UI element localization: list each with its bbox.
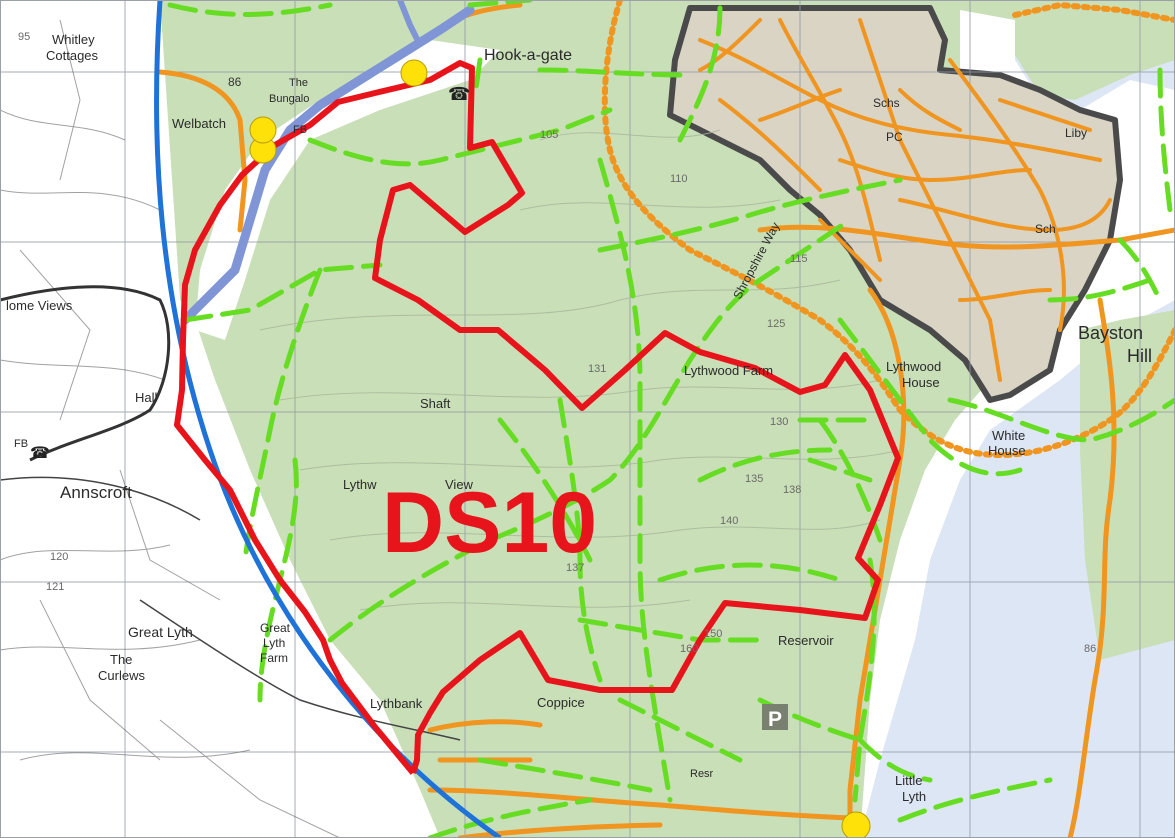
river-north xyxy=(397,0,423,47)
parking-label: P xyxy=(768,708,782,731)
label-lythwood-farm: Lythwood Farm xyxy=(684,363,773,378)
label-lythbank: Lythbank xyxy=(370,696,423,711)
label-little-lyth-2: Lyth xyxy=(902,789,926,804)
label-lythwood-house-1: Lythwood xyxy=(886,359,941,374)
spot-height: 115 xyxy=(790,253,808,265)
label-great-lyth-farm-1: Great xyxy=(260,621,291,635)
label-shaft: Shaft xyxy=(420,396,451,411)
spot-height: 137 xyxy=(566,562,584,574)
label-resr: Resr xyxy=(690,768,714,780)
green-routes xyxy=(167,0,1175,838)
label-hook-a-gate: Hook-a-gate xyxy=(484,47,572,64)
spot-height: 120 xyxy=(50,551,68,563)
label-welbatch: Welbatch xyxy=(172,116,226,131)
label-bayston-1: Bayston xyxy=(1078,323,1143,343)
label-reservoir: Reservoir xyxy=(778,633,834,648)
spot-height: 110 xyxy=(670,173,688,185)
minor-road-west xyxy=(0,476,461,741)
spot-height: 138 xyxy=(783,484,801,496)
label-white-house-1: White xyxy=(992,428,1025,443)
settlement-roads xyxy=(698,18,1112,382)
yellow-marker-icon[interactable] xyxy=(841,811,871,838)
site-boundary-ds10 xyxy=(174,60,901,775)
label-fb-west: FB xyxy=(14,438,28,450)
parking-icon: P xyxy=(762,704,788,731)
railway-line xyxy=(0,285,171,462)
label-coppice: Coppice xyxy=(537,695,585,710)
label-white-house-2: House xyxy=(988,443,1026,458)
yellow-marker-icon[interactable] xyxy=(400,59,428,87)
spot-height: 86 xyxy=(1084,643,1096,655)
label-lythwood-view: Lythw xyxy=(343,477,377,492)
label-schs: Schs xyxy=(873,96,900,110)
spot-height: 86 xyxy=(228,75,242,89)
spot-height: 131 xyxy=(588,363,606,375)
label-the-curlews-1: The xyxy=(110,652,132,667)
label-lythwood-view-2: View xyxy=(445,477,474,492)
spot-height: 95 xyxy=(18,31,30,43)
label-whitley-2: Cottages xyxy=(46,48,99,63)
label-pc: PC xyxy=(886,130,903,144)
spot-height: 160 xyxy=(680,643,698,655)
label-liby: Liby xyxy=(1065,126,1087,140)
label-lythwood-house-2: House xyxy=(902,375,940,390)
telephone-icon: ☎ xyxy=(30,443,50,462)
orange-dotted-route xyxy=(601,0,1175,459)
site-code-label: DS10 xyxy=(382,475,597,571)
farmland-west xyxy=(0,0,440,838)
label-the-bungalow-1: The xyxy=(289,77,308,89)
spot-height: 130 xyxy=(770,416,788,428)
spot-height: 105 xyxy=(540,129,558,141)
label-great-lyth-farm-2: Lyth xyxy=(263,636,285,650)
label-bayston-2: Hill xyxy=(1127,346,1152,366)
label-home-views: lome Views xyxy=(6,298,73,313)
spot-height: 140 xyxy=(720,515,738,527)
spot-height: 121 xyxy=(46,581,64,593)
spot-height: 135 xyxy=(745,473,763,485)
telephone-icon: ☎ xyxy=(448,84,470,105)
spot-height: 125 xyxy=(767,318,785,330)
spot-height: 150 xyxy=(704,628,722,640)
label-hall: Hall xyxy=(135,390,158,405)
label-annscroft: Annscroft xyxy=(60,483,132,502)
label-sch: Sch xyxy=(1035,222,1056,236)
yellow-marker-icon[interactable] xyxy=(249,116,277,144)
label-great-lyth-farm-3: Farm xyxy=(260,651,288,665)
orange-routes xyxy=(157,2,1175,838)
label-whitley-1: Whitley xyxy=(52,32,95,47)
field-boundaries xyxy=(0,19,341,838)
river xyxy=(180,5,475,325)
label-the-curlews-2: Curlews xyxy=(98,668,145,683)
label-little-lyth-1: Little xyxy=(895,773,922,788)
label-great-lyth: Great Lyth xyxy=(128,624,193,640)
settlement-bayston-hill xyxy=(667,5,1123,403)
label-fb-north: FB xyxy=(293,124,307,136)
label-the-bungalow-2: Bungalo xyxy=(269,93,309,105)
